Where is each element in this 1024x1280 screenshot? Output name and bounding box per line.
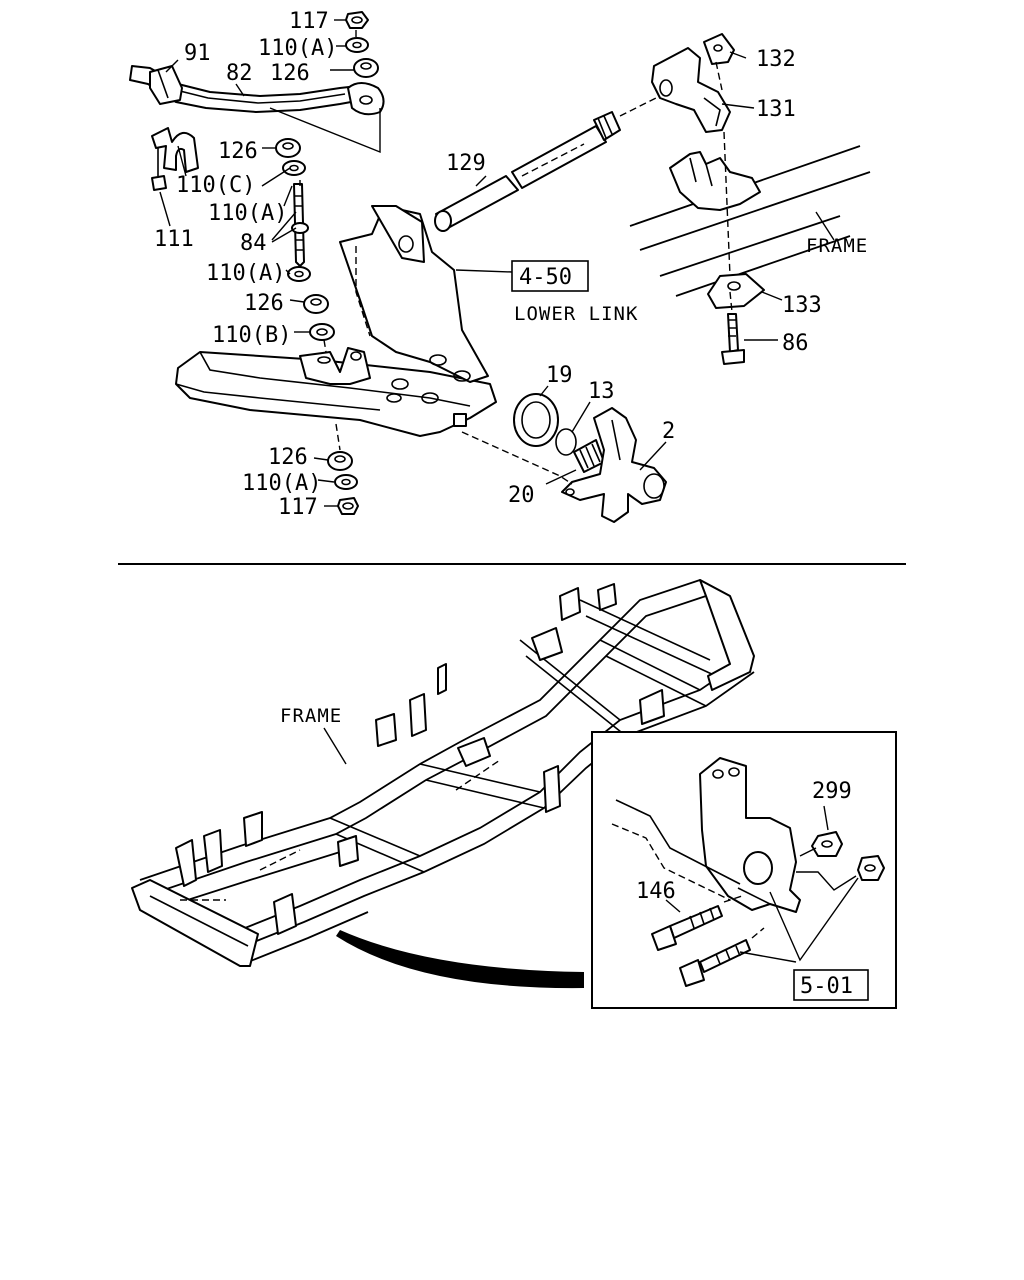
label-126-3: 126 <box>244 291 284 316</box>
detail-leader-lines <box>665 805 859 963</box>
washer-110b <box>309 323 335 341</box>
nut-detail-right <box>857 855 885 881</box>
lower-link-label: LOWER LINK <box>514 303 638 325</box>
frame-label-top: FRAME <box>806 235 868 257</box>
washer-110a-2 <box>282 160 306 176</box>
chassis-frame <box>131 579 755 967</box>
label-19: 19 <box>546 363 573 388</box>
callouts-top: 117 110(A) 91 82 126 132 131 126 110(C) … <box>154 9 868 520</box>
label-126-bot: 126 <box>268 445 308 470</box>
label-20: 20 <box>508 483 535 508</box>
frame-label-bottom: FRAME <box>280 705 342 727</box>
label-110c: 110(C) <box>176 173 255 198</box>
label-110a-2: 110(A) <box>208 201 287 226</box>
nut-299 <box>811 831 843 857</box>
label-111: 111 <box>154 227 194 252</box>
label-117-bot: 117 <box>278 495 318 520</box>
bolt-84 <box>291 183 309 267</box>
label-133: 133 <box>782 293 822 318</box>
bushing-126-top <box>353 58 379 78</box>
assembly-lines-top <box>299 30 733 485</box>
label-110a-3: 110(A) <box>206 261 285 286</box>
crossmember <box>175 205 497 437</box>
bushing-126-mid <box>275 138 301 158</box>
label-13: 13 <box>588 379 615 404</box>
lower-link-ref-box <box>511 260 589 292</box>
label-126-top: 126 <box>270 61 310 86</box>
label-2: 2 <box>662 419 675 444</box>
bushing-126-bot <box>327 451 353 471</box>
anchor-arm-131 <box>651 47 731 133</box>
label-129: 129 <box>446 151 486 176</box>
clamp-bracket-110c <box>151 127 199 173</box>
label-131: 131 <box>756 97 796 122</box>
nut-117-top <box>345 11 369 29</box>
clip-132 <box>703 33 735 65</box>
label-82: 82 <box>226 61 253 86</box>
washer-110a-bot <box>334 474 358 490</box>
label-84: 84 <box>240 231 267 256</box>
frame-rail-top <box>629 145 871 297</box>
lower-link-ref: 4-50 <box>519 265 572 290</box>
bolt-111 <box>151 148 167 191</box>
frame-leader-bottom <box>323 727 347 765</box>
washer-110a-3 <box>287 266 311 282</box>
bearing-20 <box>573 439 605 473</box>
label-126-mid: 126 <box>218 139 258 164</box>
label-132: 132 <box>756 47 796 72</box>
detail-ref: 5-01 <box>800 974 853 999</box>
bolt-86 <box>721 313 745 365</box>
detail-mount-bracket <box>611 757 801 913</box>
label-110a-top: 110(A) <box>258 36 337 61</box>
bolt-146 <box>651 905 723 951</box>
label-146: 146 <box>636 879 676 904</box>
torsion-bar-129 <box>434 111 621 232</box>
ring-13 <box>555 428 577 456</box>
anchor-mount-133 <box>707 273 765 309</box>
leader-lines-top <box>159 19 835 507</box>
washer-110a-top <box>345 37 369 53</box>
detail-ref-box <box>793 969 869 1001</box>
detail-callout-arrow <box>336 930 584 989</box>
label-110a-bot: 110(A) <box>242 471 321 496</box>
nut-117-bot <box>337 497 359 515</box>
bolt-detail-lower <box>679 939 751 987</box>
label-91: 91 <box>184 41 211 66</box>
label-110b: 110(B) <box>212 323 291 348</box>
label-86: 86 <box>782 331 809 356</box>
label-117-top: 117 <box>289 9 329 34</box>
bushing-126-3 <box>303 294 329 314</box>
steering-knuckle-2 <box>561 407 667 523</box>
oil-seal-19 <box>513 393 559 447</box>
stabilizer-end-eye <box>347 82 385 116</box>
label-299: 299 <box>812 779 852 804</box>
